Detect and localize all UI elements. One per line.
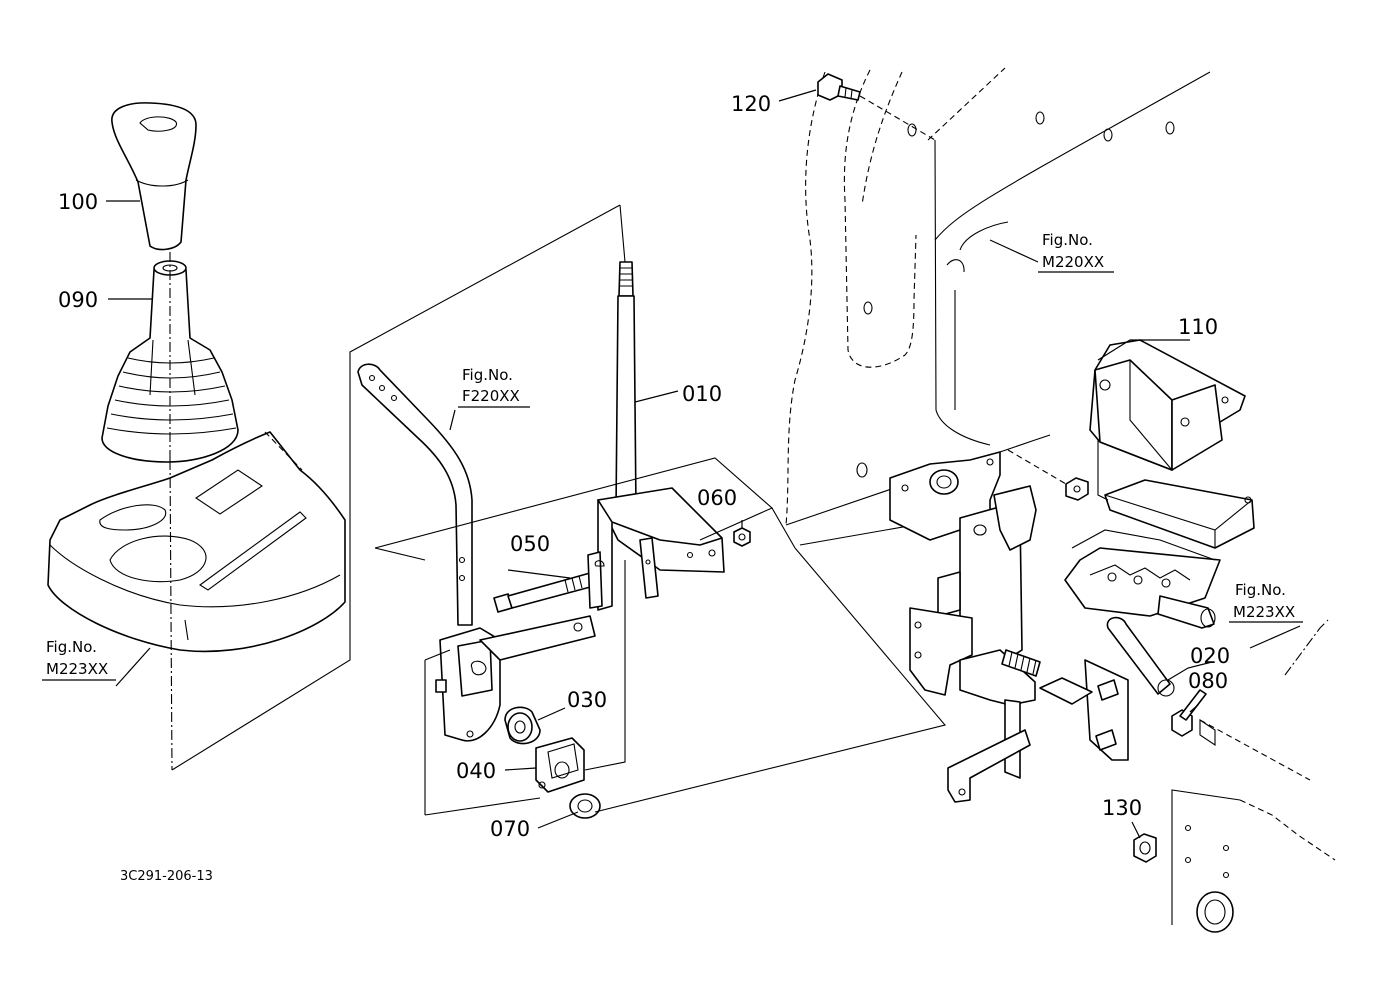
nut-130 — [1133, 833, 1157, 863]
fig-ref-f220-line1: Fig.No. — [462, 366, 513, 384]
bracket-110 — [1089, 339, 1255, 549]
shift-rod — [615, 261, 637, 511]
bolt-120 — [817, 73, 936, 141]
part-label-070: 070 — [490, 817, 530, 841]
part-label-010: 010 — [682, 382, 722, 406]
part-label-110: 110 — [1178, 315, 1218, 339]
part-label-080: 080 — [1188, 669, 1228, 693]
bracket-040 — [535, 737, 585, 793]
shift-knob — [111, 102, 197, 251]
part-label-060: 060 — [697, 486, 737, 510]
bushing-030 — [504, 706, 541, 745]
bracket-upper — [587, 487, 725, 611]
nut-060 — [733, 527, 751, 547]
fig-ref-m220-line2: M220XX — [1042, 253, 1104, 271]
gate-plate — [1064, 529, 1221, 629]
fig-ref-m220-line1: Fig.No. — [1042, 231, 1093, 249]
fig-ref-m223-right-line2: M223XX — [1233, 603, 1295, 621]
part-label-020: 020 — [1190, 644, 1230, 668]
spring — [1001, 649, 1041, 677]
bolt-050 — [493, 572, 595, 613]
lever-bracket — [435, 615, 596, 742]
part-labels: 100 090 010 060 050 030 040 070 120 110 … — [58, 92, 1230, 841]
part-label-050: 050 — [510, 532, 550, 556]
part-label-090: 090 — [58, 288, 98, 312]
drawing-number: 3C291-206-13 — [120, 869, 213, 884]
figure-references: Fig.No. F220XX Fig.No. M220XX Fig.No. M2… — [42, 231, 1303, 681]
part-label-120: 120 — [731, 92, 771, 116]
pin-020 — [1106, 616, 1175, 697]
lower-panel — [1171, 718, 1336, 933]
floor-console — [47, 431, 346, 653]
lever-arm — [357, 363, 473, 626]
nut-110 — [1065, 477, 1089, 501]
washer-070 — [569, 793, 601, 819]
fig-ref-m223-left-line2: M223XX — [46, 660, 108, 678]
part-label-130: 130 — [1102, 796, 1142, 820]
fig-ref-m223-right-line1: Fig.No. — [1235, 581, 1286, 599]
fig-ref-f220-line2: F220XX — [462, 387, 520, 405]
leader-lines — [106, 89, 1301, 839]
plate-stop — [1039, 659, 1129, 761]
main-bracket — [889, 451, 1037, 803]
bolt-080 — [1171, 689, 1207, 737]
part-label-040: 040 — [456, 759, 496, 783]
part-label-100: 100 — [58, 190, 98, 214]
part-label-030: 030 — [567, 688, 607, 712]
fig-ref-m223-left-line1: Fig.No. — [46, 638, 97, 656]
